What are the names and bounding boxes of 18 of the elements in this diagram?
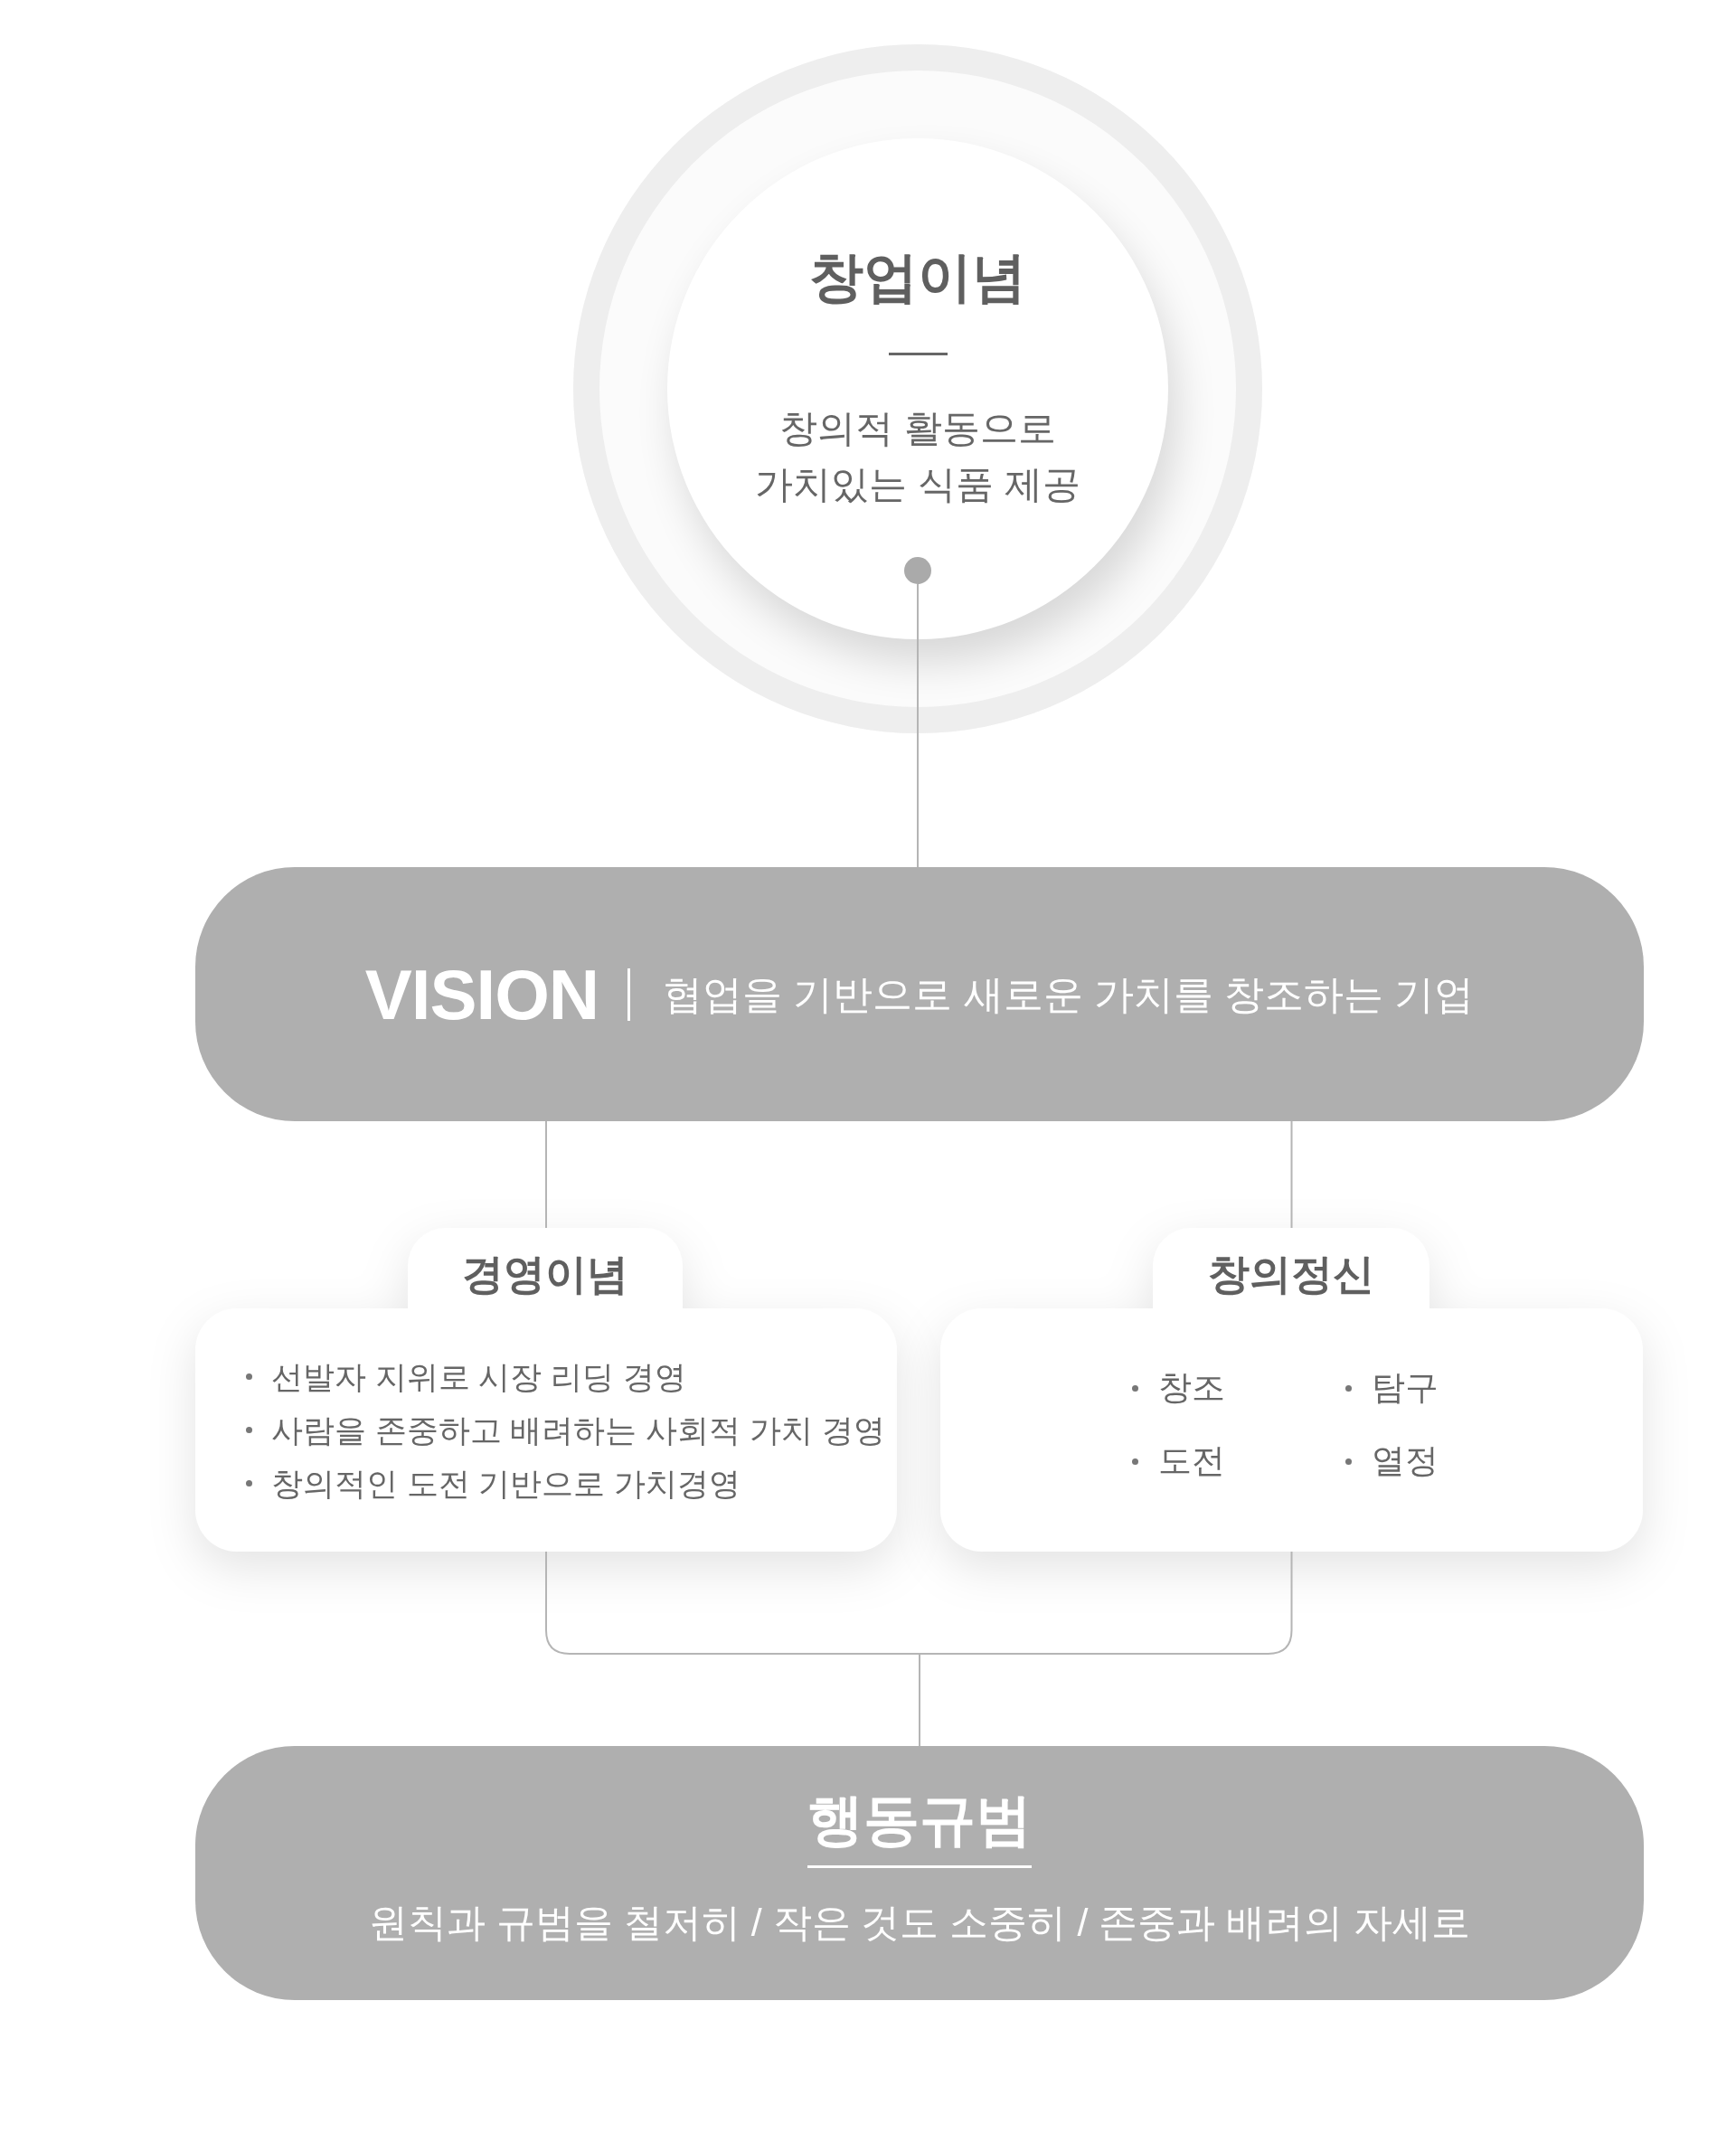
- connector-line: [917, 583, 919, 868]
- list-item: 탐구: [1372, 1368, 1439, 1409]
- connector-line: [1290, 1120, 1293, 1229]
- list-item: 사람을 존중하고 배려하는 사회적 가치 경영: [271, 1411, 885, 1449]
- connector-line: [545, 1120, 547, 1229]
- banner-text: 협업을 기반으로 새로운 가치를 창조하는 기업: [663, 970, 1475, 1018]
- card-title: 창의정신: [1208, 1250, 1374, 1299]
- banner-title: 행동규범: [807, 1786, 1032, 1868]
- list-item: 창조: [1158, 1368, 1225, 1409]
- circle-title: 창업이념: [809, 246, 1026, 309]
- banner-text: 원칙과 규범을 철저히 / 작은 것도 소중히 / 존중과 배려의 자세로: [368, 1900, 1471, 1946]
- banner-title: VISION: [364, 958, 599, 1030]
- card-title: 경영이념: [462, 1250, 628, 1299]
- list-item: 선발자 지위로 시장 리딩 경영: [271, 1357, 686, 1396]
- list-item: 도전: [1158, 1441, 1225, 1482]
- circle-text: 창의적 활동으로 가치있는 식품 제공: [754, 406, 1081, 507]
- list-item: 열정: [1372, 1441, 1439, 1482]
- list-item: 창의적인 도전 기반으로 가치경영: [271, 1464, 741, 1503]
